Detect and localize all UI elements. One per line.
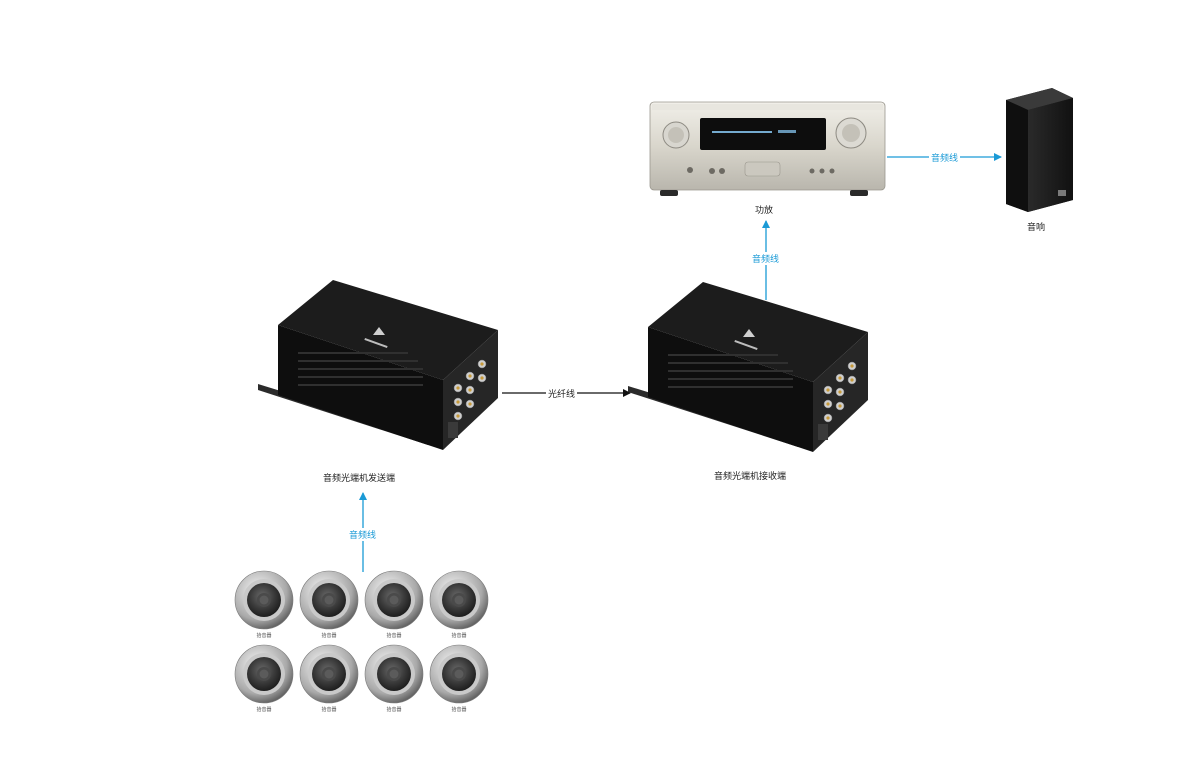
microphone-4-label: 拾音器 (451, 633, 467, 639)
fiber-line-label: 光纤线 (546, 387, 578, 400)
microphone-2 (299, 570, 359, 630)
microphone-3-label: 拾音器 (386, 633, 402, 639)
audio-line-label-mic: 音频线 (347, 528, 379, 541)
microphone-6-label: 拾音器 (321, 707, 337, 713)
receiver-device (627, 281, 869, 453)
microphone-5-label: 拾音器 (256, 707, 272, 713)
transmitter-label: 音频光端机发送端 (323, 474, 396, 484)
amplifier-device (649, 101, 886, 196)
microphone-6 (299, 644, 359, 704)
microphone-1-label: 拾音器 (256, 633, 272, 639)
transmitter-device (257, 279, 499, 451)
microphone-8-label: 拾音器 (451, 707, 467, 713)
microphone-4 (429, 570, 489, 630)
microphone-1 (234, 570, 294, 630)
speaker-device (1006, 88, 1073, 212)
receiver-label: 音频光端机接收端 (714, 472, 787, 482)
microphone-5 (234, 644, 294, 704)
audio-line-label-speaker: 音频线 (929, 151, 961, 164)
microphone-8 (429, 644, 489, 704)
speaker-label: 音响 (1027, 223, 1046, 233)
amplifier-label: 功放 (755, 206, 774, 216)
audio-line-label-receiver: 音频线 (750, 252, 782, 265)
microphone-3 (364, 570, 424, 630)
microphone-7 (364, 644, 424, 704)
microphone-2-label: 拾音器 (321, 633, 337, 639)
microphone-7-label: 拾音器 (386, 707, 402, 713)
